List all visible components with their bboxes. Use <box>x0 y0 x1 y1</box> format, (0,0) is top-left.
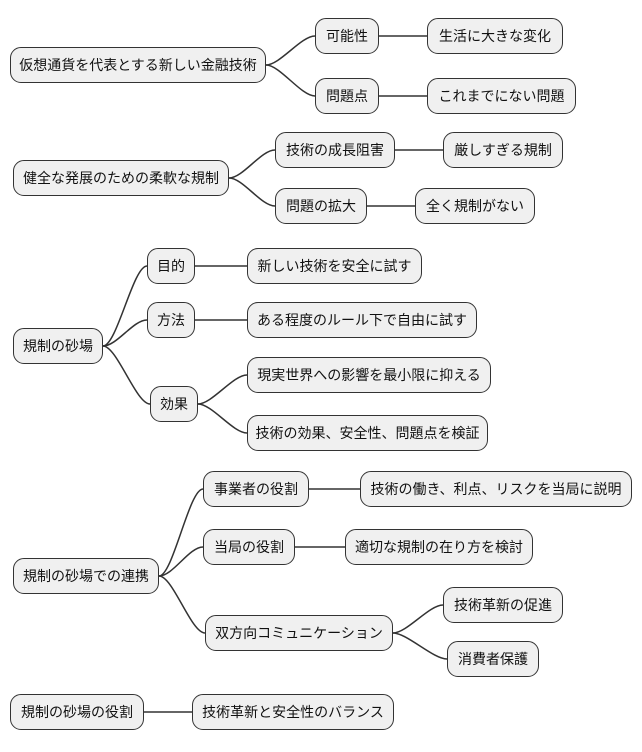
edge-collab-to-two-way <box>158 575 206 634</box>
node-innovation-safety-balance: 技術革新と安全性のバランス <box>192 694 394 730</box>
edge-regulation-to-growth-inhibition <box>228 149 276 179</box>
node-test-freely-under-rules: ある程度のルール下で自由に試す <box>247 302 477 338</box>
edge-sandbox-to-effect <box>102 345 151 405</box>
node-authority-role: 当局の役割 <box>203 529 295 565</box>
edge-regulation-to-problem-expansion <box>228 177 276 207</box>
node-problem-expansion: 問題の拡大 <box>275 188 367 224</box>
node-explain-to-authorities: 技術の働き、利点、リスクを当局に説明 <box>360 471 632 507</box>
node-virtual-currency-fintech: 仮想通貨を代表とする新しい金融技術 <box>10 47 266 83</box>
node-consumer-protection: 消費者保護 <box>447 641 539 677</box>
node-sandbox-collaboration: 規制の砂場での連携 <box>13 558 159 594</box>
node-two-way-communication: 双方向コミュニケーション <box>205 615 393 651</box>
node-purpose: 目的 <box>147 248 195 284</box>
edge-two-way-to-innovation <box>392 604 444 634</box>
node-too-strict-regulation: 厳しすぎる規制 <box>443 132 563 168</box>
node-regulatory-sandbox: 規制の砂場 <box>13 328 103 364</box>
edge-fintech-to-possibility <box>265 35 316 66</box>
edge-sandbox-to-purpose <box>102 265 148 347</box>
node-promote-innovation: 技術革新の促進 <box>443 587 563 623</box>
node-consider-appropriate-regulation: 適切な規制の在り方を検討 <box>345 529 533 565</box>
edge-two-way-to-consumer <box>392 632 448 660</box>
node-growth-inhibition: 技術の成長阻害 <box>275 132 395 168</box>
node-minimize-real-world-impact: 現実世界への影響を最小限に抑える <box>247 357 491 393</box>
node-verify-effect-safety-problems: 技術の効果、安全性、問題点を検証 <box>247 415 488 451</box>
node-business-role: 事業者の役割 <box>203 471 309 507</box>
node-life-change: 生活に大きな変化 <box>427 18 563 54</box>
edge-sandbox-to-method <box>102 319 148 347</box>
node-effect: 効果 <box>150 386 198 422</box>
node-flexible-regulation: 健全な発展のための柔軟な規制 <box>13 160 229 196</box>
edge-fintech-to-problems <box>265 64 316 97</box>
node-method: 方法 <box>147 302 195 338</box>
edge-collab-to-authority-role <box>158 546 204 577</box>
node-sandbox-role: 規制の砂場の役割 <box>10 694 144 730</box>
node-no-regulation: 全く規制がない <box>415 188 535 224</box>
node-problems: 問題点 <box>315 78 379 114</box>
node-test-safely: 新しい技術を安全に試す <box>247 248 422 284</box>
node-possibility: 可能性 <box>315 18 379 54</box>
edge-effect-to-minimize-impact <box>197 374 248 405</box>
edge-effect-to-verify <box>197 403 248 434</box>
edge-collab-to-business-role <box>158 488 204 577</box>
node-unprecedented-problems: これまでにない問題 <box>427 78 576 114</box>
